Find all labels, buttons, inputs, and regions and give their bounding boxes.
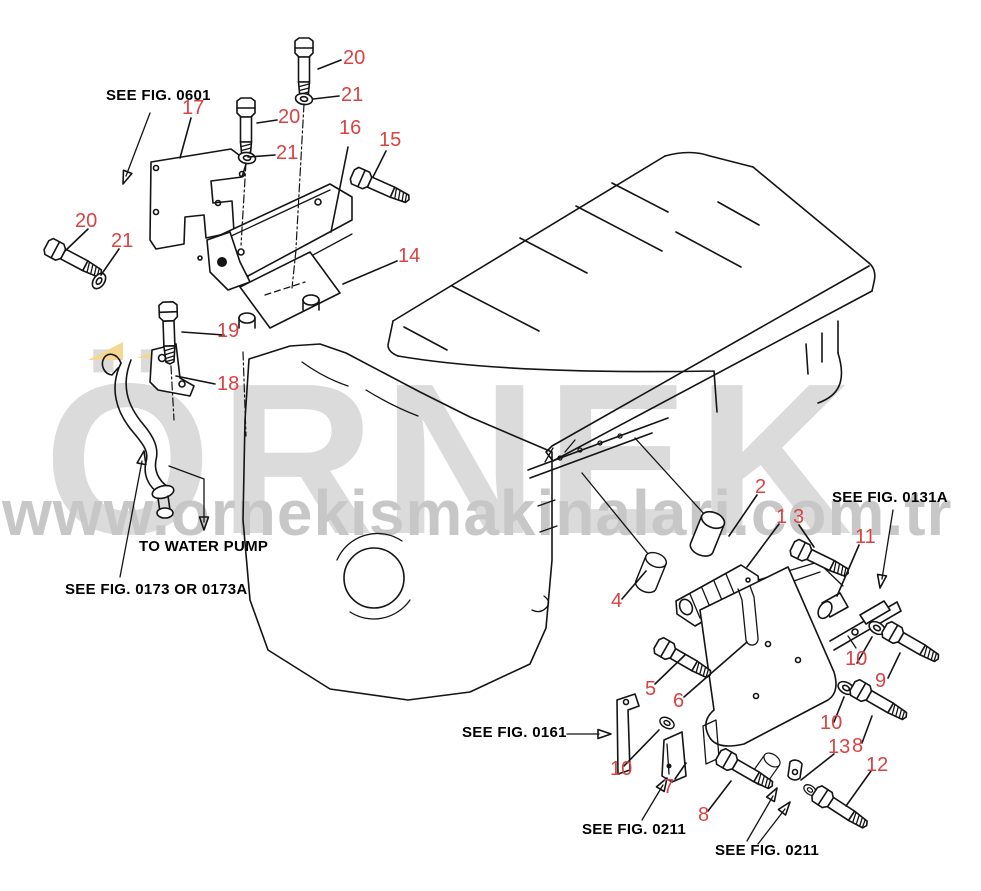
bracket-16-channel bbox=[197, 183, 353, 291]
note-to-water-pump: TO WATER PUMP bbox=[139, 538, 269, 555]
note-see-fig-0211-right: SEE FIG. 0211 bbox=[715, 842, 819, 859]
bolt-3 bbox=[787, 537, 853, 583]
arrow-fig-0173 bbox=[119, 449, 150, 578]
bracket-18 bbox=[149, 343, 195, 421]
callout-17: 17 bbox=[182, 97, 205, 119]
note-see-fig-0211-left: SEE FIG. 0211 bbox=[582, 821, 686, 838]
water-pipe bbox=[101, 353, 175, 519]
arrow-fig-0601 bbox=[117, 112, 151, 187]
arrow-fig-0211-left bbox=[641, 774, 672, 821]
callout-13: 13 bbox=[828, 736, 851, 758]
note-see-fig-0161: SEE FIG. 0161 bbox=[462, 724, 567, 741]
callout-16: 16 bbox=[339, 117, 362, 139]
note-see-fig-0131a: SEE FIG. 0131A bbox=[832, 489, 948, 506]
bushing-11 bbox=[817, 592, 849, 620]
leader-lines bbox=[64, 59, 901, 812]
clamp-13 bbox=[747, 749, 819, 799]
injector-rail bbox=[527, 417, 706, 561]
callout-20: 20 bbox=[75, 210, 98, 232]
plate-14 bbox=[238, 251, 341, 329]
bolt-20-mid bbox=[236, 97, 256, 161]
callout-8: 8 bbox=[852, 735, 864, 757]
rod-0131a bbox=[829, 600, 902, 651]
callout-12: 12 bbox=[866, 754, 889, 776]
breather-tube-0161 bbox=[616, 693, 640, 775]
callout-21: 21 bbox=[111, 230, 134, 252]
callout-9: 9 bbox=[875, 670, 887, 692]
arrow-fig-0161 bbox=[566, 728, 612, 740]
callout-8: 8 bbox=[698, 804, 710, 826]
bolt-20-top bbox=[294, 37, 314, 101]
note-arrows bbox=[117, 112, 894, 845]
arrow-to-water-pump bbox=[168, 465, 210, 531]
callout-11: 11 bbox=[855, 526, 876, 548]
callout-20: 20 bbox=[278, 106, 301, 128]
note-see-fig-0173: SEE FIG. 0173 OR 0173A bbox=[65, 581, 248, 598]
arrow-fig-0131a bbox=[874, 509, 894, 590]
arrow-fig-0211-right-2 bbox=[757, 798, 795, 845]
callout-5: 5 bbox=[645, 678, 657, 700]
callout-18: 18 bbox=[217, 373, 240, 395]
note-see-fig-0601: SEE FIG. 0601 bbox=[106, 87, 211, 104]
plate-6 bbox=[699, 566, 837, 765]
callout-1: 1 bbox=[776, 506, 788, 528]
spacer-4 bbox=[632, 548, 670, 597]
callout-6: 6 bbox=[673, 690, 685, 712]
bracket-7 bbox=[661, 731, 687, 783]
callout-2: 2 bbox=[755, 476, 767, 498]
bolt-9 bbox=[879, 619, 944, 668]
water-pump-port bbox=[343, 547, 405, 609]
valve-cover-hatching bbox=[403, 182, 760, 351]
bolt-axis-lines bbox=[240, 103, 305, 289]
callout-10: 10 bbox=[820, 712, 843, 734]
callout-10: 10 bbox=[845, 648, 868, 670]
washer-10-c bbox=[657, 714, 677, 732]
callout-21: 21 bbox=[341, 84, 364, 106]
valve-cover bbox=[387, 151, 876, 462]
callout-15: 15 bbox=[379, 129, 402, 151]
callout-14: 14 bbox=[398, 245, 421, 267]
bolt-15 bbox=[347, 165, 414, 209]
bolt-12 bbox=[808, 783, 873, 834]
callout-20: 20 bbox=[343, 47, 366, 69]
arrow-fig-0211-right-1 bbox=[746, 784, 782, 842]
callout-10: 10 bbox=[610, 758, 633, 780]
spacer-2 bbox=[687, 507, 728, 561]
callout-3: 3 bbox=[793, 506, 805, 528]
callout-21: 21 bbox=[276, 142, 299, 164]
callout-19: 19 bbox=[217, 320, 240, 342]
callout-7: 7 bbox=[663, 776, 675, 798]
engine-block bbox=[242, 343, 558, 701]
callout-4: 4 bbox=[611, 590, 623, 612]
